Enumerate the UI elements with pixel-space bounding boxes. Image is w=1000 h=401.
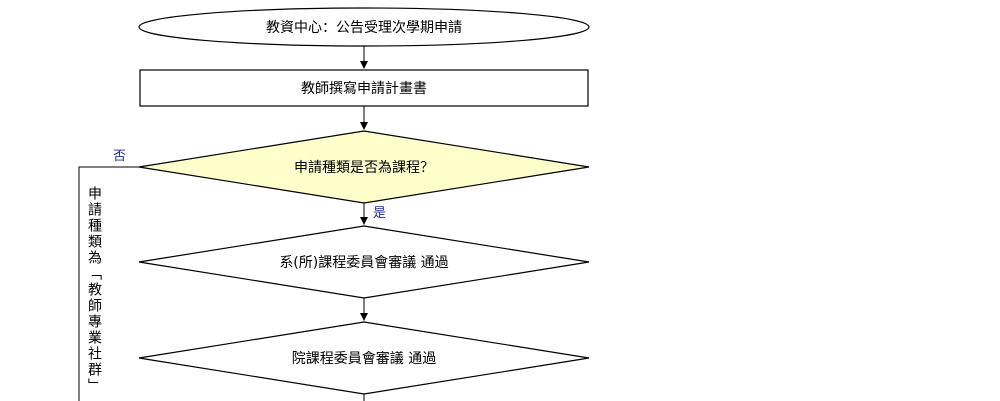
process-write-plan-label: 教師撰寫申請計畫書 <box>301 80 427 97</box>
edge-label-no: 否 <box>113 149 126 164</box>
start-terminator-label: 教資中心：公告受理次學期申請 <box>266 20 462 36</box>
connector-no-branch <box>78 166 139 401</box>
process-write-plan <box>139 69 589 107</box>
decision-dept-review-label: 系(所)課程委員會審議 通過 <box>279 254 448 271</box>
decision-is-course-label: 申請種類是否為課程？ <box>294 160 434 176</box>
decision-college-review-label: 院課程委員會審議 通過 <box>292 350 436 367</box>
side-branch-label: 申請種類為「教師專業社群」 <box>86 186 102 394</box>
edge-label-yes: 是 <box>373 206 386 221</box>
